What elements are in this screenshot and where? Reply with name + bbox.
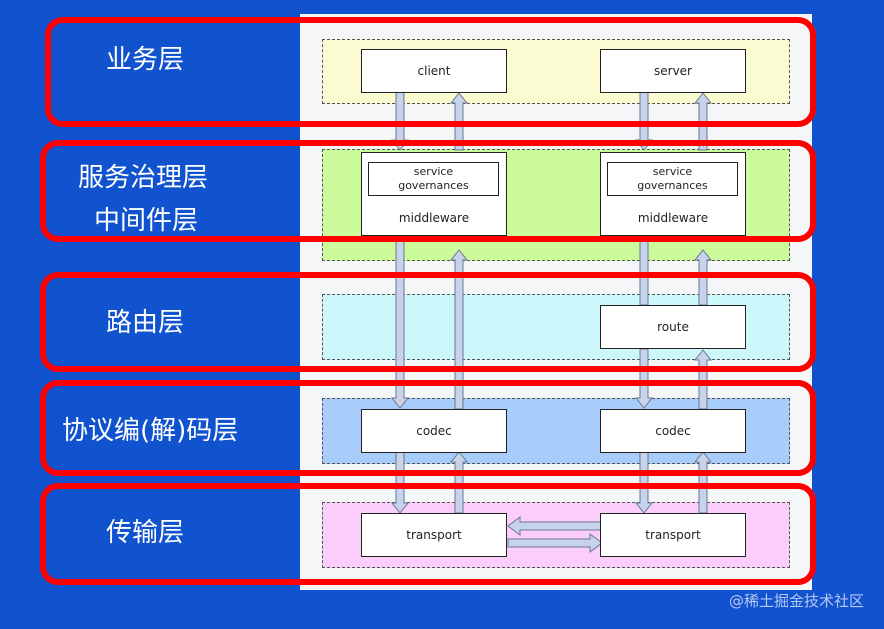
- service-governances-line1: service: [413, 165, 454, 178]
- arrow-server-down-3: [634, 348, 654, 409]
- route-node: route: [600, 305, 746, 349]
- server-node: server: [600, 49, 746, 93]
- arrow-client-up-3: [449, 451, 469, 514]
- layer-label-middleware: 中间件层: [94, 206, 199, 236]
- arrow-server-up-3: [693, 349, 713, 410]
- frame-business-layer: [45, 17, 816, 127]
- arrow-transport-right: [507, 533, 603, 553]
- server-middleware-node: service governances middleware: [600, 152, 746, 236]
- server-label: server: [654, 64, 692, 78]
- arrow-server-up-4: [693, 451, 713, 514]
- service-governances-box: service governances: [607, 162, 738, 196]
- watermark: @稀土掘金技术社区: [728, 592, 864, 610]
- arrow-server-down-4: [634, 451, 654, 514]
- middleware-label: middleware: [637, 211, 709, 225]
- client-node: client: [361, 49, 507, 93]
- layer-label-governance: 服务治理层: [78, 163, 209, 193]
- service-governances-box: service governances: [368, 162, 499, 196]
- middleware-label: middleware: [398, 211, 470, 225]
- transport-label: transport: [645, 528, 701, 542]
- client-middleware-node: service governances middleware: [361, 152, 507, 236]
- frame-governance-layer: [40, 140, 816, 242]
- server-codec-node: codec: [600, 409, 746, 453]
- layer-label-transport: 传输层: [106, 518, 185, 548]
- layer-label-route: 路由层: [106, 308, 185, 338]
- frame-codec-layer: [40, 380, 816, 476]
- service-governances-line1: service: [652, 165, 693, 178]
- server-transport-node: transport: [600, 513, 746, 557]
- client-codec-node: codec: [361, 409, 507, 453]
- arrow-client-down-3: [390, 451, 410, 514]
- service-governances-line2: governances: [398, 179, 469, 192]
- arrow-transport-left: [507, 516, 602, 536]
- frame-transport-layer: [40, 483, 816, 585]
- transport-label: transport: [406, 528, 462, 542]
- client-transport-node: transport: [361, 513, 507, 557]
- layer-label-business: 业务层: [106, 45, 185, 75]
- codec-label: codec: [655, 424, 691, 438]
- codec-label: codec: [416, 424, 452, 438]
- route-label: route: [657, 320, 689, 334]
- service-governances-line2: governances: [637, 179, 708, 192]
- frame-route-layer: [40, 272, 816, 372]
- client-label: client: [417, 64, 451, 78]
- layer-label-codec: 协议编(解)码层: [62, 416, 239, 446]
